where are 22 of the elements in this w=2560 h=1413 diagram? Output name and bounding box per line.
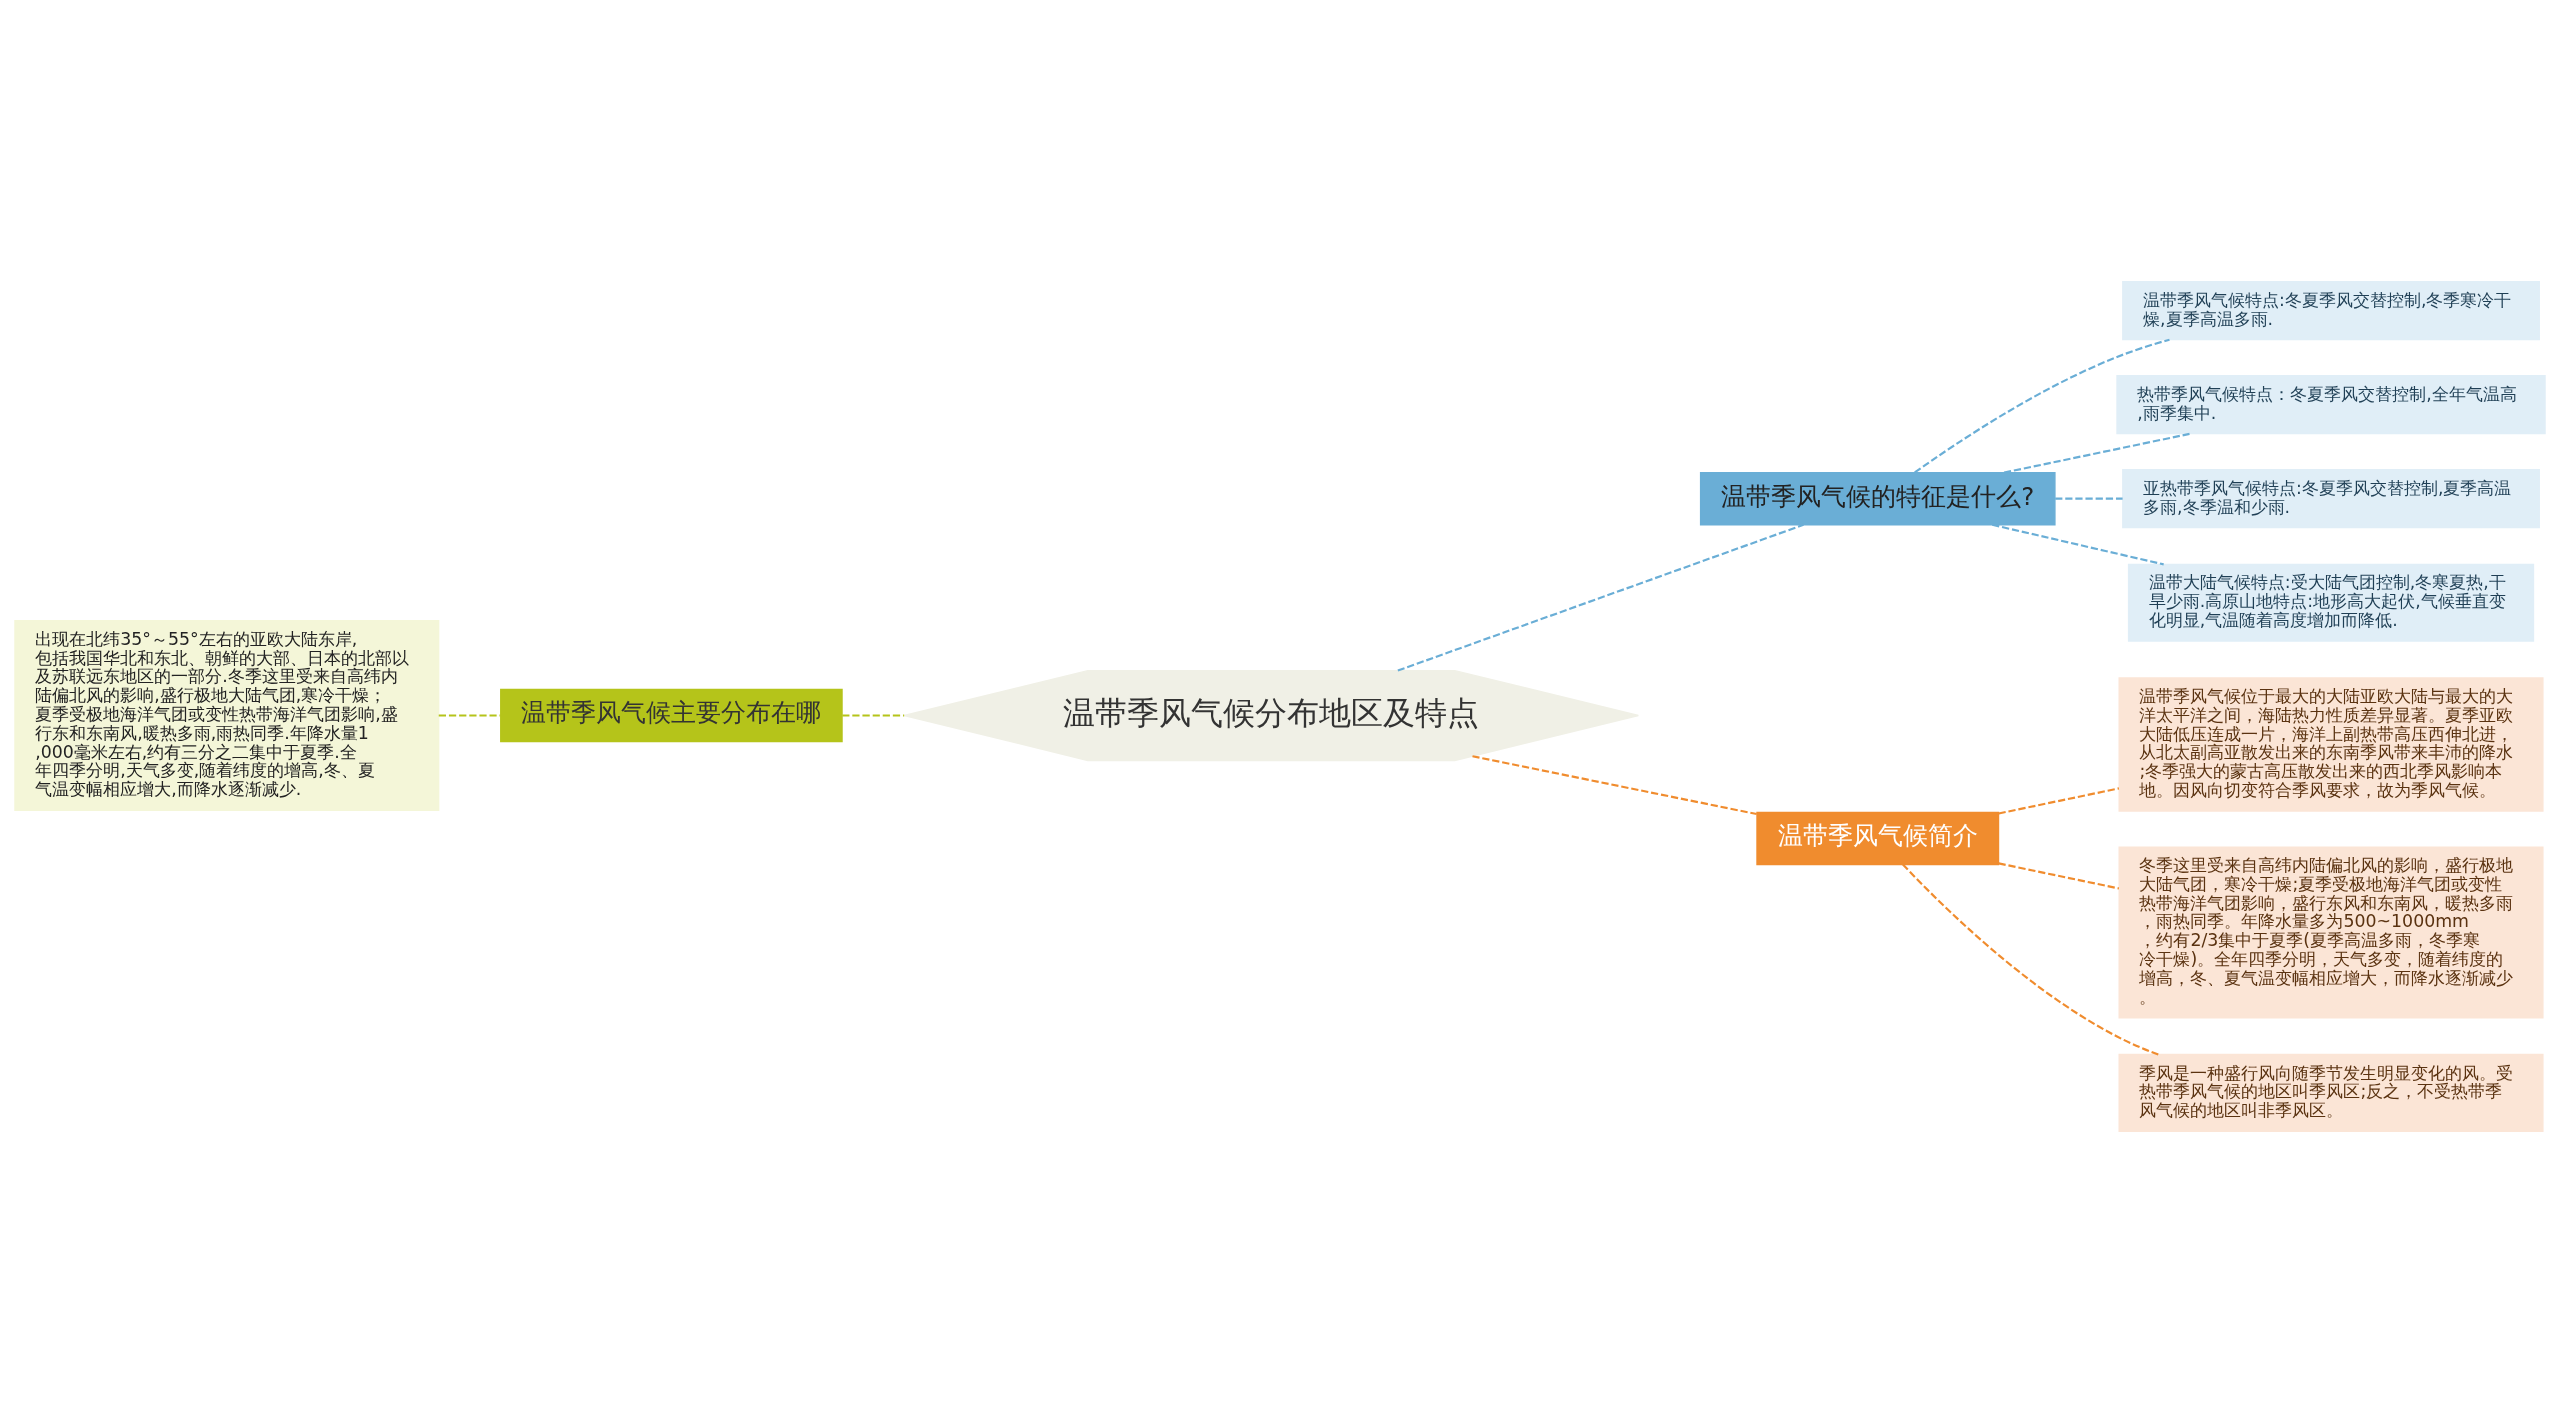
connector	[2055, 497, 2123, 500]
node-box: 季风是一种盛行风向随季节发生明显变化的风。受热带季风气候的地区叫季风区;反之，不受热带季风气候的地区叫非季风区。	[2118, 1053, 2544, 1132]
connector	[438, 714, 501, 717]
connector	[1902, 863, 2159, 1056]
node-box: 温带大陆气候特点:受大陆气团控制,冬寒夏热,干旱少雨.高原山地特点:地形高大起伏,气候垂直变化明显,气温随着高度增加而降低.	[2127, 563, 2535, 642]
connector	[1472, 755, 1757, 816]
connector	[1397, 523, 1804, 672]
connector	[842, 714, 905, 717]
connector	[2003, 432, 2191, 474]
connector	[1998, 787, 2120, 815]
node-box: 温带季风气候简介	[1756, 811, 2000, 866]
node-box: 温带季风气候主要分布在哪	[500, 688, 843, 743]
node-box: 出现在北纬35°～55°左右的亚欧大陆东岸,包括我国华北和东北、朝鲜的大部、日本的北部以及苏联远东地区的一部分.冬季这里受来自高纬内陆偏北风的影响,盛行极地大陆气团,寒冷干燥；夏季受极地海洋气团或变性热带海洋气团影响,盛行东和东南风,暖热多雨,雨热同季.年降水量1,000毫米左右,约有三分之二集中于夏季.全年四季分明,天气多变,随着纬度的增高,冬、夏气温变幅相应增大,而降水逐渐减少.	[14, 620, 440, 811]
connector	[1998, 862, 2120, 890]
node-box: 温带季风气候的特征是什么?	[1699, 471, 2056, 526]
connector	[1992, 523, 2164, 566]
node-box: 冬季这里受来自高纬内陆偏北风的影响，盛行极地大陆气团，寒冷干燥;夏季受极地海洋气团或变性热带海洋气团影响，盛行东风和东南风，暖热多雨，雨热同季。年降水量多为500~1000mm，约有2/3集中于夏季(夏季高温多雨，冬季寒冷干燥)。全年四季分明，天气多变，随着纬度的增高，冬、夏气温变幅相应增大，而降水逐渐减少。	[2118, 846, 2544, 1019]
node-box: 热带季风气候特点：冬夏季风交替控制,全年气温高,雨季集中.	[2116, 375, 2546, 435]
node-box: 温带季风气候特点:冬夏季风交替控制,冬季寒冷干燥,夏季高温多雨.	[2122, 281, 2540, 341]
connector	[1914, 338, 2170, 474]
node-box: 亚热带季风气候特点:冬夏季风交替控制,夏季高温多雨,冬季温和少雨.	[2122, 469, 2540, 529]
node-box: 温带季风气候位于最大的大陆亚欧大陆与最大的大洋太平洋之间，海陆热力性质差异显著。夏季亚欧大陆低压连成一片，海洋上副热带高压西伸北进，从北太副高亚散发出来的东南季风带来丰沛的降水;冬季强大的蒙古高压散发出来的西北季风影响本地。因风向切变符合季风要求，故为季风气候。	[2118, 677, 2544, 812]
